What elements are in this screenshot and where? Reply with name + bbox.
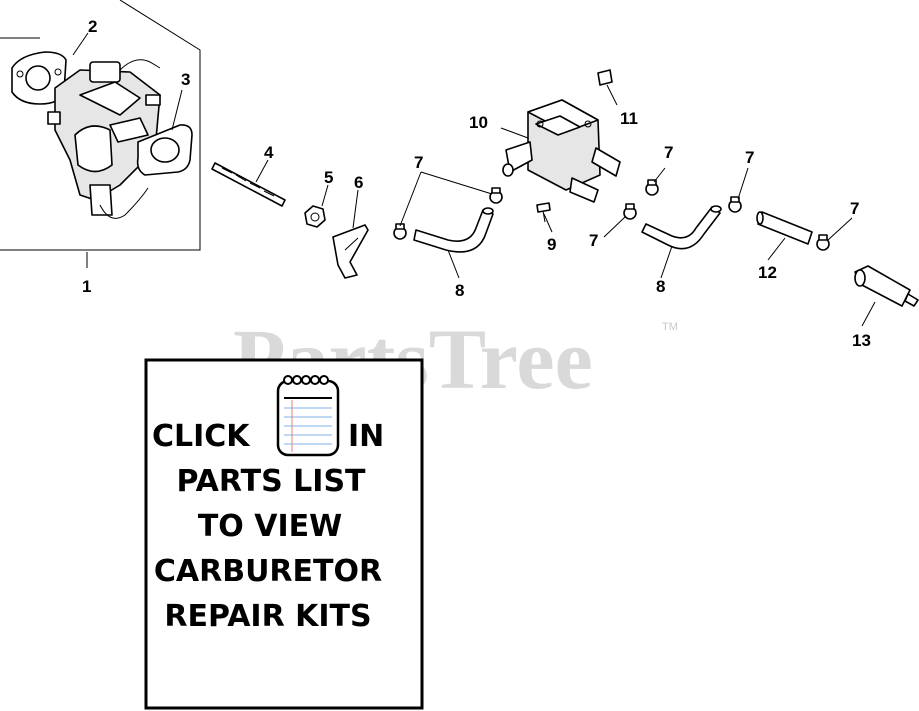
clamp-part-7-f[interactable] (816, 234, 830, 251)
leader-lines (72, 32, 876, 327)
notice-carburetor-text: CARBURETOR (154, 554, 382, 589)
callout-8-b[interactable]: 8 (656, 277, 665, 296)
callout-7-d[interactable]: 7 (589, 231, 598, 250)
hose-part-8-right[interactable] (641, 205, 722, 250)
callout-11[interactable]: 11 (620, 109, 638, 128)
callout-5[interactable]: 5 (324, 168, 333, 187)
gasket-part-3[interactable] (136, 124, 193, 176)
callout-labels: 1 2 3 4 5 6 7 7 7 7 7 8 8 9 10 11 12 13 (82, 17, 871, 350)
hose-part-8-left[interactable] (413, 207, 494, 253)
callout-3[interactable]: 3 (181, 70, 190, 89)
clamp-part-7-e[interactable] (728, 196, 742, 213)
callout-7-c[interactable]: 7 (745, 148, 754, 167)
notice-parts-list-text: PARTS LIST (176, 464, 366, 499)
notice-in-text: IN (348, 419, 384, 454)
callout-10[interactable]: 10 (469, 113, 488, 132)
fuel-pump-part-10[interactable] (502, 99, 621, 203)
callout-12[interactable]: 12 (758, 263, 777, 282)
nut-part-5[interactable] (304, 205, 326, 228)
notice-to-view-text: TO VIEW (198, 509, 342, 544)
stud-part-4[interactable] (211, 162, 286, 207)
bracket-part-6[interactable] (332, 224, 369, 279)
carburetor-assembly-box (0, 0, 201, 251)
notice-repair-kits-text: REPAIR KITS (164, 599, 371, 634)
callout-7-a[interactable]: 7 (414, 153, 423, 172)
screw-part-9[interactable] (536, 202, 551, 223)
callout-6[interactable]: 6 (354, 173, 363, 192)
clip-part-11[interactable] (597, 69, 613, 86)
callout-7-e[interactable]: 7 (850, 199, 859, 218)
clamp-part-7-d[interactable] (645, 179, 659, 196)
callout-7-b[interactable]: 7 (664, 143, 673, 162)
callout-1[interactable]: 1 (82, 277, 91, 296)
clamp-part-7-b[interactable] (489, 187, 503, 204)
repair-kits-notice[interactable]: CLICK IN PARTS LIST TO VIEW CARBURETOR R… (144, 358, 424, 710)
callout-8-a[interactable]: 8 (455, 281, 464, 300)
callout-4[interactable]: 4 (264, 143, 274, 162)
notepad-icon[interactable] (276, 375, 340, 457)
tube-part-12[interactable] (756, 211, 813, 245)
gasket-part-2[interactable] (11, 51, 67, 105)
clamp-part-7-c[interactable] (623, 203, 637, 220)
callout-9[interactable]: 9 (547, 235, 556, 254)
clamp-part-7-a[interactable] (393, 223, 407, 240)
callout-2[interactable]: 2 (88, 17, 97, 36)
carburetor-part-1[interactable] (47, 59, 161, 219)
callout-13[interactable]: 13 (852, 331, 871, 350)
watermark-trademark: TM (662, 321, 678, 333)
fuel-filter-part-13[interactable] (854, 265, 919, 307)
notice-click-text: CLICK (152, 419, 251, 454)
